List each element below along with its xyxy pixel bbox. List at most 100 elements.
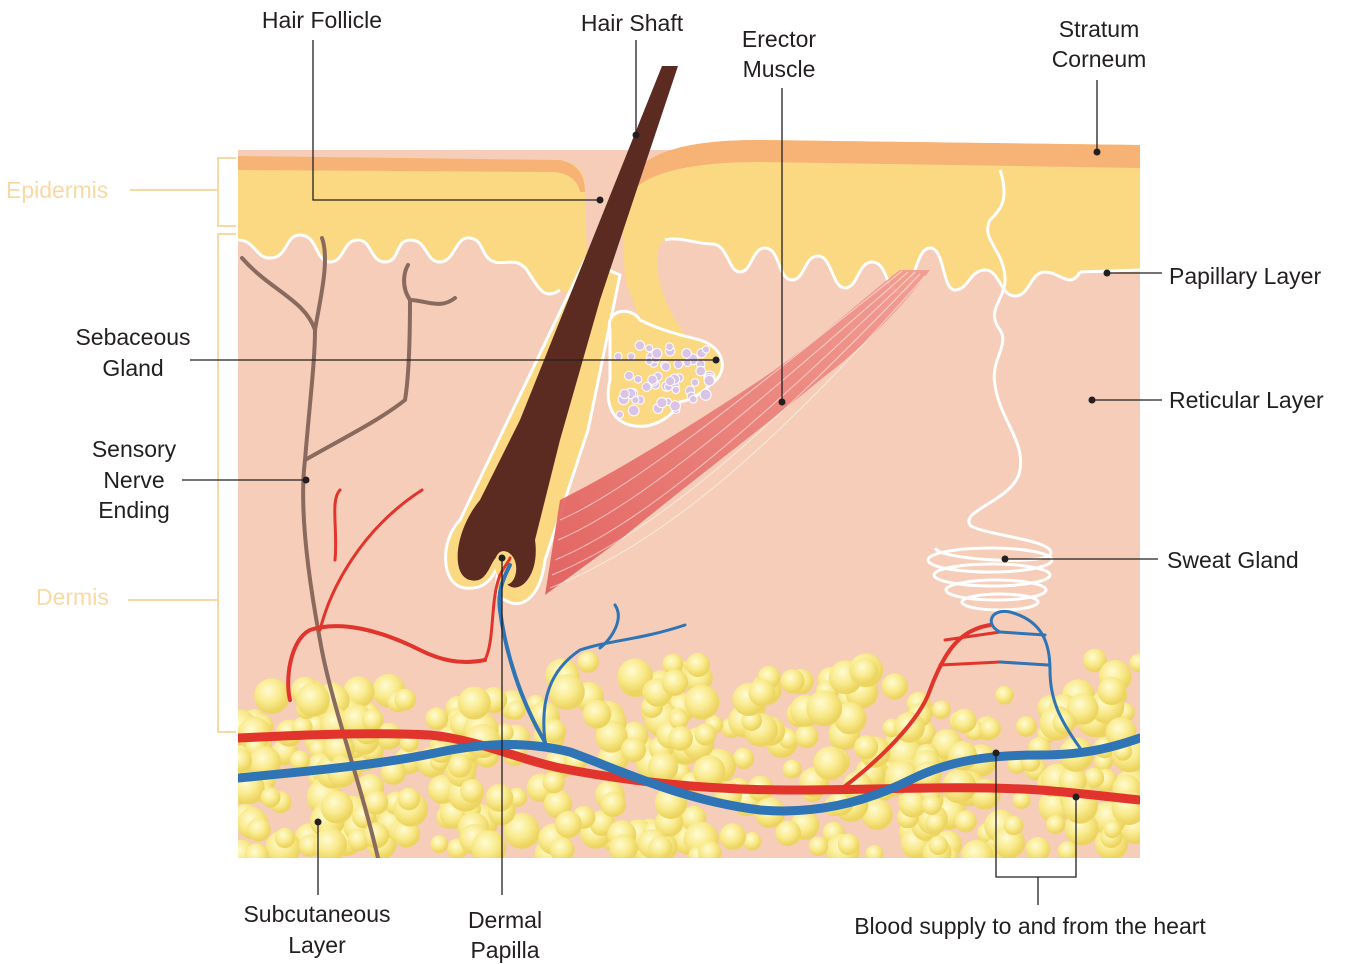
fat-globule (578, 651, 599, 672)
papillary-layer-dot (1104, 270, 1111, 277)
sebaceous-cell (625, 371, 634, 380)
fat-globule (795, 725, 818, 748)
blood-supply-artery-dot (1073, 794, 1080, 801)
fat-globule (555, 811, 582, 838)
sweat-gland-dot (1002, 556, 1009, 563)
erector-muscle-label-line1: Erector (742, 26, 816, 52)
sebaceous-cell (646, 345, 653, 352)
hair-shaft-dot (633, 132, 640, 139)
blood-supply-label: Blood supply to and from the heart (854, 913, 1206, 939)
fat-globule (486, 784, 514, 812)
fat-globule (733, 748, 754, 769)
papillary-layer-label: Papillary Layer (1169, 263, 1321, 289)
skin-cross-section (224, 66, 1152, 872)
fat-globule (394, 689, 416, 711)
sebaceous-cell (689, 396, 697, 404)
sebaceous-cell (682, 349, 692, 359)
sensory-nerve-label-line1: Sensory (92, 436, 177, 462)
fat-globule (648, 836, 672, 860)
fat-globule (955, 810, 977, 832)
fat-globule (952, 709, 976, 733)
blood-supply-vein-dot (993, 750, 1000, 757)
fat-globule (668, 726, 693, 751)
fat-globule (684, 685, 719, 720)
fat-globule (882, 673, 908, 699)
reticular-layer-label: Reticular Layer (1169, 387, 1324, 413)
subcutaneous-label-line2: Layer (288, 932, 346, 958)
fat-globule (245, 844, 269, 868)
fat-globule (430, 835, 448, 853)
sebaceous-gland-label-line1: Sebaceous (75, 324, 190, 350)
sebaceous-cell (652, 348, 662, 358)
fat-globule (583, 700, 612, 729)
sebaceous-cell (691, 379, 699, 387)
fat-globule (980, 718, 1001, 739)
sensory-nerve-dot (303, 477, 310, 484)
sebaceous-cell (700, 389, 711, 400)
epidermis-bracket (130, 158, 236, 226)
hair-follicle-label: Hair Follicle (262, 7, 382, 33)
fat-globule (1058, 841, 1078, 861)
fat-globule (1004, 816, 1024, 836)
sebaceous-cell (666, 343, 674, 351)
sweat-gland-label: Sweat Gland (1167, 547, 1299, 573)
fat-globule (1130, 654, 1148, 672)
fat-globule (648, 752, 678, 782)
fat-globule (247, 818, 271, 842)
fat-globule (698, 841, 721, 864)
fat-globule (694, 724, 716, 746)
fat-globule (543, 771, 565, 793)
fat-globule (1103, 820, 1121, 838)
stratum-corneum-label-line2: Corneum (1052, 46, 1147, 72)
fat-globule (852, 658, 879, 685)
fat-globule (362, 709, 383, 730)
fat-globule (275, 828, 295, 848)
sebaceous-cell (672, 386, 679, 393)
sebaceous-cell (674, 360, 683, 369)
fat-globule (749, 679, 776, 706)
fat-globule (425, 707, 448, 730)
sebaceous-cell (666, 377, 675, 386)
sebaceous-cell (657, 398, 667, 408)
sebaceous-cell (632, 397, 639, 404)
fat-globule (720, 823, 746, 849)
sebaceous-cell (648, 375, 657, 384)
fat-globule (296, 683, 330, 717)
sebaceous-cell (662, 362, 671, 371)
fat-globule (228, 749, 252, 773)
fat-globule (813, 746, 847, 780)
sebaceous-cell (628, 353, 635, 360)
sensory-nerve-label-line3: Ending (98, 497, 170, 523)
fat-globule (621, 737, 646, 762)
fat-globule (809, 837, 829, 857)
fat-globule (471, 830, 506, 865)
fat-globule (775, 821, 801, 847)
fat-globule (780, 669, 804, 693)
fat-globule (995, 686, 1014, 705)
fat-globule (866, 845, 884, 863)
sebaceous-cell (704, 375, 714, 385)
fat-globule (686, 653, 710, 677)
dermal-papilla-dot (499, 555, 506, 562)
dermis-label: Dermis (36, 584, 109, 610)
sebaceous-cell (696, 366, 706, 376)
stratum-corneum-dot (1094, 149, 1101, 156)
epidermis-label: Epidermis (6, 177, 108, 203)
fat-globule (925, 813, 945, 833)
sebaceous-cell (634, 376, 642, 384)
fat-globule (460, 779, 484, 803)
sebaceous-cell (628, 405, 639, 416)
fat-globule (261, 787, 281, 807)
hair-follicle-dot (597, 197, 604, 204)
stratum-corneum-label-line1: Stratum (1059, 16, 1140, 42)
sebaceous-cell (620, 389, 629, 398)
fat-globule (458, 687, 491, 720)
fat-globule (838, 834, 859, 855)
fat-globule (1046, 815, 1065, 834)
fat-globule (398, 788, 421, 811)
subcutaneous-label-line1: Subcutaneous (243, 901, 390, 927)
fat-globule (922, 795, 942, 815)
sebaceous-cell (614, 353, 622, 361)
sebaceous-cell (702, 346, 709, 353)
